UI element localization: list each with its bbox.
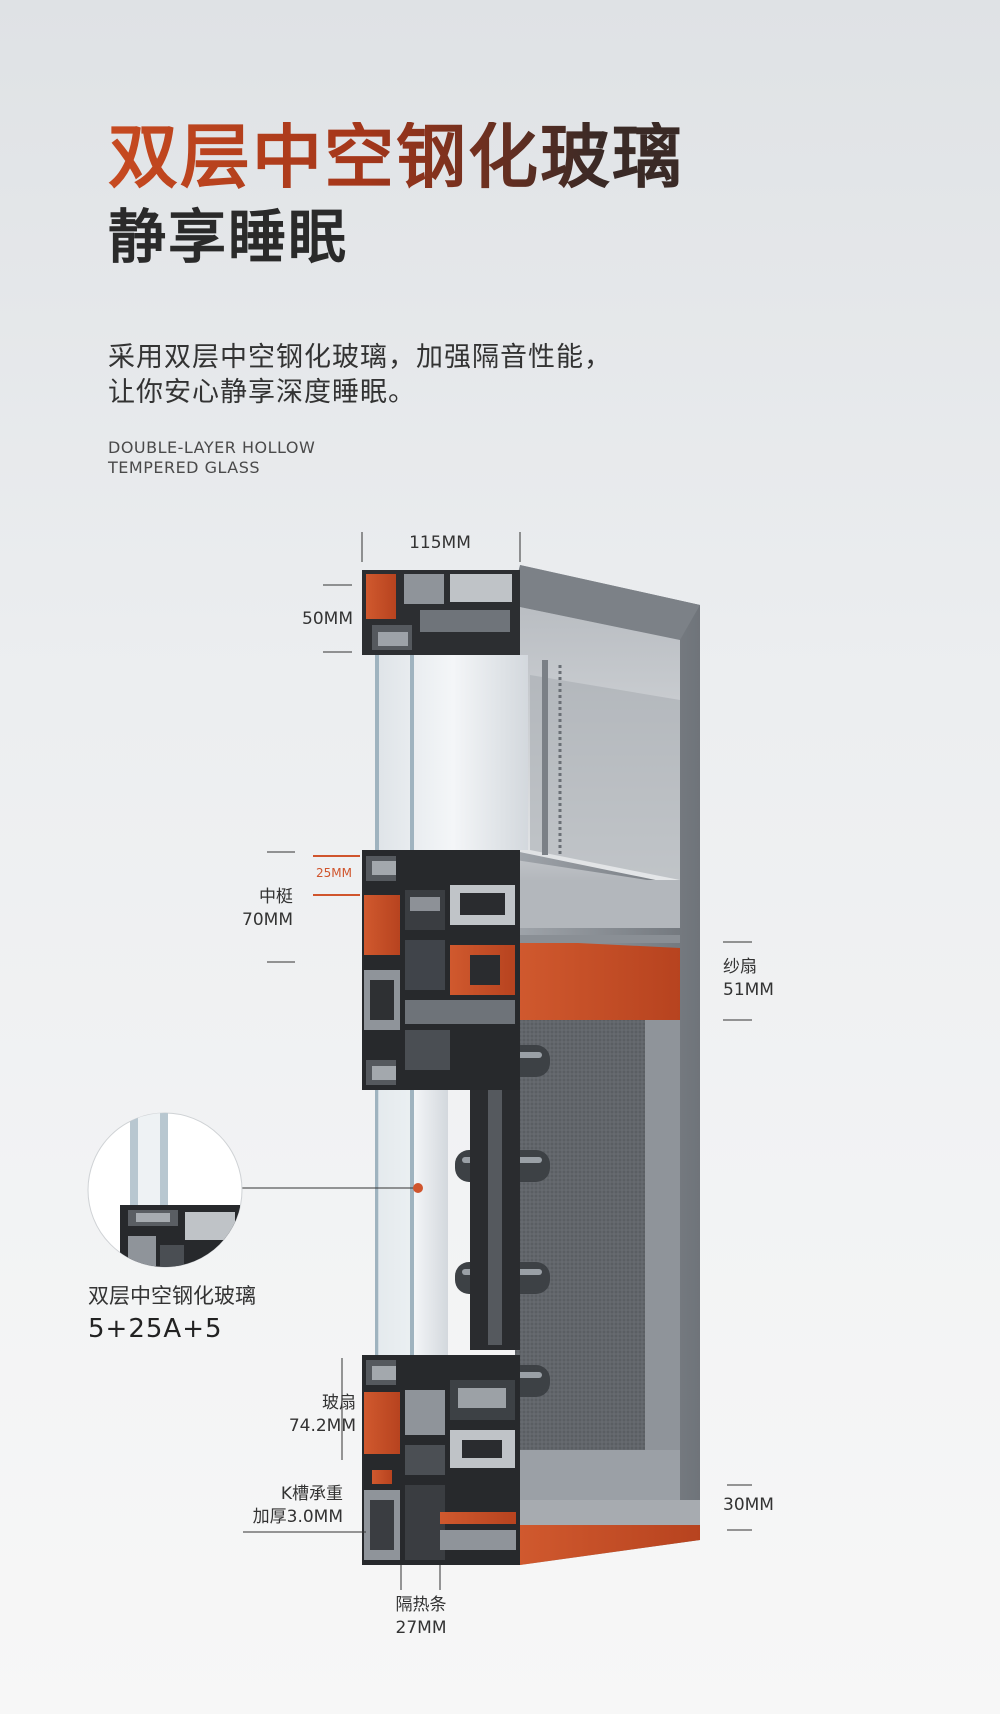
glass-detail-magnifier xyxy=(87,1112,243,1268)
mullion-section xyxy=(362,850,520,1090)
dim-screen-name: 纱扇 xyxy=(723,957,757,977)
dim-glass-sash-value: 74.2MM xyxy=(288,1416,356,1436)
glass-callout-spec: 5+25A+5 xyxy=(88,1314,223,1344)
dim-glass-sash: 玻扇 74.2MM xyxy=(258,1392,356,1438)
dim-frame-top: 50MM xyxy=(302,609,353,629)
dim-k-slot-line2: 加厚3.0MM xyxy=(252,1507,343,1527)
english-line: DOUBLE-LAYER HOLLOW xyxy=(108,438,316,457)
description-line: 采用双层中空钢化玻璃，加强隔音性能， xyxy=(108,342,612,373)
dim-k-slot: K槽承重 加厚3.0MM xyxy=(228,1483,343,1529)
dim-thermal-strip: 隔热条 27MM xyxy=(375,1594,467,1640)
description-line: 让你安心静享深度睡眠。 xyxy=(108,377,416,408)
dim-width-top: 115MM xyxy=(409,533,471,553)
english-line: TEMPERED GLASS xyxy=(108,458,261,477)
glass-callout-name: 双层中空钢化玻璃 xyxy=(88,1284,256,1308)
dim-mullion: 中梃 70MM xyxy=(205,886,293,932)
frame-top-bevel xyxy=(510,565,700,640)
page-title: 双层中空钢化玻璃 xyxy=(108,116,684,198)
dim-screen-value: 51MM xyxy=(723,980,774,1000)
dim-gap: 25MM xyxy=(316,866,352,880)
english-caption: DOUBLE-LAYER HOLLOW TEMPERED GLASS xyxy=(108,438,315,478)
dim-screen: 纱扇 51MM xyxy=(723,956,823,1002)
description: 采用双层中空钢化玻璃，加强隔音性能， 让你安心静享深度睡眠。 xyxy=(108,340,612,410)
dim-thermal-name: 隔热条 xyxy=(395,1595,447,1615)
dim-thermal-value: 27MM xyxy=(395,1618,447,1638)
dim-glass-sash-name: 玻扇 xyxy=(322,1393,356,1413)
lower-sash-section xyxy=(362,1355,520,1565)
dim-mullion-name: 中梃 xyxy=(259,887,293,907)
page-subtitle: 静享睡眠 xyxy=(108,203,349,271)
upper-glass-pane xyxy=(378,655,528,850)
glass-callout-dot xyxy=(413,1183,423,1193)
dim-k-slot-line1: K槽承重 xyxy=(280,1484,343,1504)
top-frame-section xyxy=(362,570,520,655)
screen-sash-band xyxy=(518,940,680,1020)
dim-mullion-value: 70MM xyxy=(242,910,293,930)
dim-bottom: 30MM xyxy=(723,1495,774,1515)
glass-callout-caption: 双层中空钢化玻璃 5+25A+5 xyxy=(88,1280,256,1344)
